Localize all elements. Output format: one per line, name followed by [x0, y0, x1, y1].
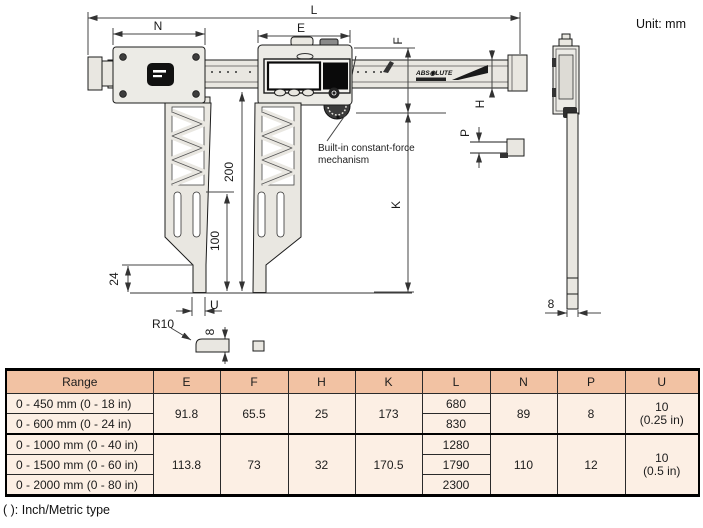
left-head-block: [87, 46, 211, 106]
corner-screws: [119, 53, 200, 98]
col-header-f: F: [219, 369, 289, 394]
value-cell-n: 110: [489, 433, 558, 496]
caliper-technical-drawing: L N E ABS◉LUTE: [87, 3, 686, 364]
value-cell-p: 12: [556, 433, 626, 496]
function-buttons: [274, 88, 314, 97]
dim-label-100: 100: [208, 231, 222, 251]
lcd-module: [323, 62, 348, 90]
value-cell-k: 170.5: [354, 433, 423, 496]
side-view: [545, 33, 601, 317]
dim-label-H: H: [473, 100, 487, 109]
col-header-range: Range: [5, 369, 154, 394]
depth-bar-detail: [470, 127, 525, 168]
sub-brand-bar: [416, 77, 446, 81]
dimension-lines-right: [354, 47, 495, 293]
dimension-lines-tip: [170, 297, 228, 364]
value-cell-l: 2300: [421, 474, 491, 496]
value-cell-e: 91.8: [152, 393, 221, 435]
value-cell-k: 173: [354, 393, 423, 435]
value-cell-h: 25: [287, 393, 356, 435]
u-inch-value: (0.25 in): [639, 412, 684, 427]
col-header-u: U: [624, 369, 700, 394]
range-cell: 0 - 2000 mm (0 - 80 in): [5, 474, 154, 496]
table-header-row: Range E F H K L N P U: [5, 369, 700, 394]
col-header-e: E: [152, 369, 221, 394]
beam-end-cap: [507, 54, 528, 92]
dimension-lines-top: [87, 12, 521, 55]
clamp-lever: [383, 61, 394, 73]
footnote: ( ): Inch/Metric type: [3, 503, 110, 517]
table-row: 0 - 2000 mm (0 - 80 in) 2300: [5, 474, 699, 496]
dim-label-R10b: R10: [152, 317, 174, 331]
right-jaw: [252, 102, 302, 293]
round-badge: [328, 87, 340, 99]
range-cell: 0 - 1000 mm (0 - 40 in): [5, 433, 154, 455]
value-cell-l: 830: [421, 413, 491, 435]
col-header-l: L: [421, 369, 491, 394]
u-value: 10: [655, 399, 669, 414]
col-header-k: K: [354, 369, 423, 394]
left-jaw: [164, 102, 212, 293]
dim-label-F: F: [391, 37, 405, 44]
table-row: 0 - 1500 mm (0 - 60 in) 1790: [5, 454, 699, 475]
dim-label-8-tip: 8: [203, 328, 217, 335]
u-inch-value: (0.5 in): [643, 463, 681, 478]
value-cell-u: 10 (0.25 in): [624, 393, 700, 435]
table-row: 0 - 1000 mm (0 - 40 in) 113.8 73 32 170.…: [5, 433, 700, 496]
col-header-n: N: [489, 369, 558, 394]
value-cell-l: 1280: [421, 433, 491, 455]
side-view-blade: [566, 112, 579, 310]
value-cell-l: 1790: [421, 454, 491, 475]
u-value: 10: [655, 450, 669, 465]
range-cell: 0 - 600 mm (0 - 24 in): [5, 413, 154, 435]
annotation-leader: [326, 113, 347, 142]
unit-label: Unit: mm: [636, 17, 686, 31]
logo-swoosh: [452, 65, 488, 80]
spec-table-wrap: Range E F H K L N P U 0 - 450 mm (0 - 18…: [5, 368, 700, 497]
value-cell-f: 65.5: [219, 393, 289, 435]
dim-label-P: P: [458, 129, 472, 137]
absolute-logo: ABS◉LUTE: [415, 70, 453, 77]
dim-label-24: 24: [107, 272, 121, 286]
col-header-p: P: [556, 369, 626, 394]
dim-label-L: L: [311, 3, 318, 17]
annotation-line1: Built-in constant-force: [318, 143, 415, 154]
dim-label-8-side: 8: [548, 297, 555, 311]
brand-badge: [147, 63, 174, 86]
dim-label-E: E: [297, 21, 305, 35]
dim-label-K: K: [389, 201, 403, 209]
value-cell-e: 113.8: [152, 433, 221, 496]
range-cell: 0 - 450 mm (0 - 18 in): [5, 393, 154, 414]
movable-tip-section: [252, 340, 265, 352]
value-cell-h: 32: [287, 433, 356, 496]
spec-table: Range E F H K L N P U 0 - 450 mm (0 - 18…: [5, 368, 700, 497]
dim-label-N: N: [154, 19, 163, 33]
dimension-lines-jaw: [122, 92, 245, 292]
jaw-tip-section: [195, 338, 230, 353]
value-cell-p: 8: [556, 393, 626, 435]
table-row: 0 - 450 mm (0 - 18 in) 91.8 65.5 25 173 …: [5, 393, 700, 435]
lcd-screen: [266, 61, 322, 91]
annotation-line2: mechanism: [318, 155, 369, 166]
value-cell-u: 10 (0.5 in): [624, 433, 700, 496]
dim-label-U: U: [210, 298, 219, 312]
range-cell: 0 - 1500 mm (0 - 60 in): [5, 454, 154, 475]
col-header-h: H: [287, 369, 356, 394]
value-cell-l: 680: [421, 393, 491, 414]
beam-scale-dots: [211, 71, 382, 73]
value-cell-n: 89: [489, 393, 558, 435]
dim-label-200: 200: [222, 162, 236, 182]
value-cell-f: 73: [219, 433, 289, 496]
slider-head: [257, 36, 353, 120]
